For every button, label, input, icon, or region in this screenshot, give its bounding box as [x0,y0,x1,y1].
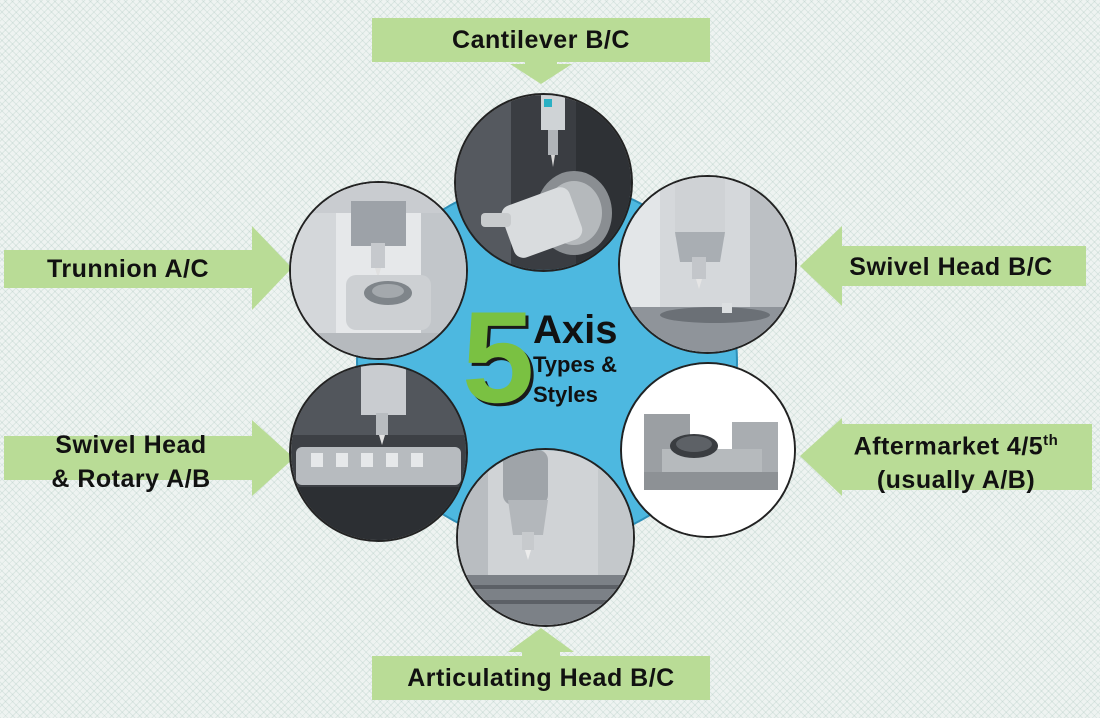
label-aftermarket-sup: th [1043,432,1059,449]
arrow-left-icon [800,226,1086,306]
photo-swivel-rotary [291,365,466,540]
photo-swivel-head [620,177,795,352]
photo-articulating [458,450,633,625]
photo-trunnion [291,183,466,358]
arrow-right-icon [4,420,294,496]
label-aftermarket: Aftermarket 4/5th (usually A/B) [812,424,1100,497]
center-subtitle-line1: Types & [533,352,617,377]
arrow-up-icon [372,628,710,700]
label-swivel-rotary-line1: Swivel Head [55,431,207,459]
label-articulating-head: Articulating Head B/C [407,664,675,692]
center-title: Axis [533,308,618,352]
photo-cantilever [456,95,631,270]
arrow-down-icon [372,18,710,84]
arrow-right-icon [4,226,292,310]
center-subtitle: Types & Styles [533,350,617,410]
center-subtitle-line2: Styles [533,382,598,407]
center-number: 5 [462,284,535,430]
label-aftermarket-line2: (usually A/B) [876,466,1036,495]
arrow-left-icon [800,418,1092,496]
label-trunnion: Trunnion A/C [47,255,209,283]
photo-aftermarket [622,364,794,536]
label-aftermarket-line1: Aftermarket 4/5 [853,432,1044,461]
label-swivel-rotary-line2: & Rotary A/B [51,465,211,493]
label-aftermarket-line1-wrap: Aftermarket 4/5th [812,424,1100,463]
label-cantilever: Cantilever B/C [452,26,630,54]
label-swivel-head: Swivel Head B/C [849,253,1053,281]
label-swivel-rotary: Swivel Head & Rotary A/B [0,428,262,496]
